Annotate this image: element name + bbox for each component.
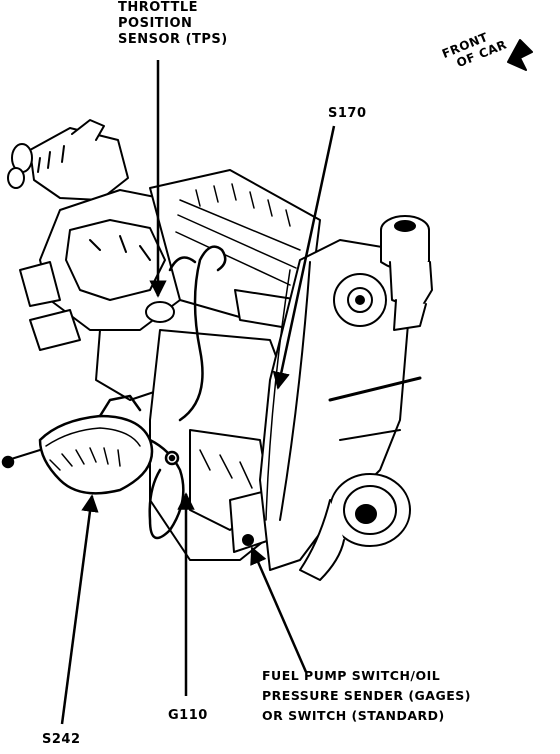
power-steering-pump — [380, 215, 433, 331]
timing-cover — [259, 239, 422, 571]
fps-leader — [250, 546, 308, 673]
engine-illustration — [1, 39, 533, 581]
tps-label-line-1: THROTTLE — [118, 0, 199, 15]
distributor — [7, 119, 129, 201]
tps-label: THROTTLE POSITION SENSOR (TPS) — [118, 0, 228, 48]
leader-lines — [60, 60, 336, 725]
s170-label: S170 — [328, 106, 367, 121]
crankshaft-pulley — [299, 473, 411, 581]
fps-label-line-1: FUEL PUMP SWITCH/OIL — [262, 668, 441, 683]
s242-leader — [60, 494, 99, 725]
s170-leader — [272, 125, 336, 390]
fuel-pump-switch-label: FUEL PUMP SWITCH/OIL PRESSURE SENDER (GA… — [262, 666, 471, 726]
fps-label-line-3: OR SWITCH (STANDARD) — [262, 708, 445, 723]
tps-label-line-3: SENSOR (TPS) — [118, 32, 228, 47]
fps-label-line-2: PRESSURE SENDER (GAGES) — [262, 688, 471, 703]
s242-label: S242 — [42, 732, 81, 747]
wiring-harness — [1, 245, 227, 540]
g110-label: G110 — [168, 708, 208, 723]
front-of-car-arrow — [507, 39, 533, 71]
tps-label-line-2: POSITION — [118, 16, 193, 31]
